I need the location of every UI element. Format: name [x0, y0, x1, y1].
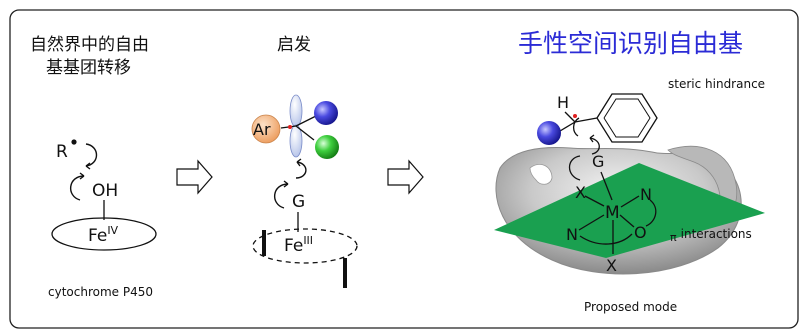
o-label: O: [634, 223, 647, 242]
radical-dot-right: [573, 114, 577, 118]
green-sphere-middle: [315, 135, 339, 159]
fe-iii-label: FeIII: [284, 234, 313, 256]
ar-label: Ar: [253, 120, 271, 139]
left-title-line2: 基基团转移: [46, 58, 131, 78]
right-caption: Proposed mode: [584, 300, 677, 314]
n-o-lower-bridge: [579, 233, 633, 245]
right-title: 手性空间识别自由基: [518, 29, 743, 58]
ar-circle: [251, 114, 281, 144]
x-top-label: X: [575, 183, 586, 202]
radical-dot-middle: [288, 125, 292, 129]
green-plane: [494, 163, 765, 258]
radical-r-label: R: [56, 142, 68, 162]
curved-arrow-middle-g: [274, 183, 289, 209]
curved-arrow-r-head: [85, 162, 91, 170]
curved-arrow-middle-top-head: [296, 158, 302, 167]
radical-dot: [71, 139, 77, 145]
curved-arrow-middle-g-head: [283, 180, 289, 188]
n-right-label: N: [640, 185, 652, 204]
x-m-bond: [584, 195, 605, 207]
m-o-bond: [619, 214, 635, 228]
bond-c-sphere: [559, 121, 576, 132]
curved-arrow-right-mid: [589, 137, 600, 155]
bond-h-c: [564, 111, 576, 123]
m-n-left-bond: [578, 214, 605, 231]
benzene-ring: [596, 93, 658, 143]
benzene-inner-bonds: [603, 98, 651, 138]
heme-ring-left: [51, 217, 157, 251]
panel-right: 手性空间识别自由基 H steric hindrance G X M N O: [494, 29, 765, 314]
pocket-left-highlight: [529, 164, 553, 185]
m-n-right-bond: [620, 195, 640, 208]
blue-sphere-middle: [314, 101, 338, 125]
panel-left: 自然界中的自由 基基团转移 R OH FeIV cytochrome P450: [30, 35, 157, 299]
hollow-arrow-1: [176, 159, 213, 195]
p-orbital-upper: [289, 94, 303, 128]
hollow-arrow-2: [387, 159, 424, 195]
bond-c-ring: [574, 117, 598, 123]
p-orbital-lower: [289, 124, 303, 158]
left-caption: cytochrome P450: [48, 285, 153, 299]
g-label-right: G: [592, 152, 604, 171]
steric-hindrance-label: steric hindrance: [668, 77, 765, 91]
fe-iv-label: FeIV: [88, 224, 119, 246]
m-label: M: [605, 203, 620, 223]
n-left-label: N: [566, 225, 578, 244]
curved-arrow-right-mid-head: [589, 134, 595, 143]
curved-arrow-right-g: [568, 155, 581, 181]
oh-label: OH: [92, 181, 118, 201]
panel-middle: 启发 Ar G FeIII: [251, 35, 358, 288]
h-label: H: [557, 93, 569, 112]
curved-arrow-right-top: [572, 117, 580, 137]
middle-title: 启发: [277, 35, 311, 55]
left-title-line1: 自然界中的自由: [30, 35, 149, 55]
heme-ring-middle: [252, 228, 358, 264]
curved-arrow-r: [85, 143, 98, 167]
g-label-middle: G: [292, 192, 305, 212]
n-o-bridge: [645, 199, 657, 227]
curved-arrow-oh: [70, 175, 85, 201]
blue-sphere-right: [537, 121, 561, 145]
bond-c-blue: [295, 115, 317, 127]
curved-arrow-oh-head: [79, 172, 85, 180]
curved-arrow-middle-top: [295, 161, 307, 179]
x-bottom-label: X: [606, 256, 617, 275]
bond-c-green: [295, 125, 315, 141]
g-m-bond: [600, 171, 613, 201]
